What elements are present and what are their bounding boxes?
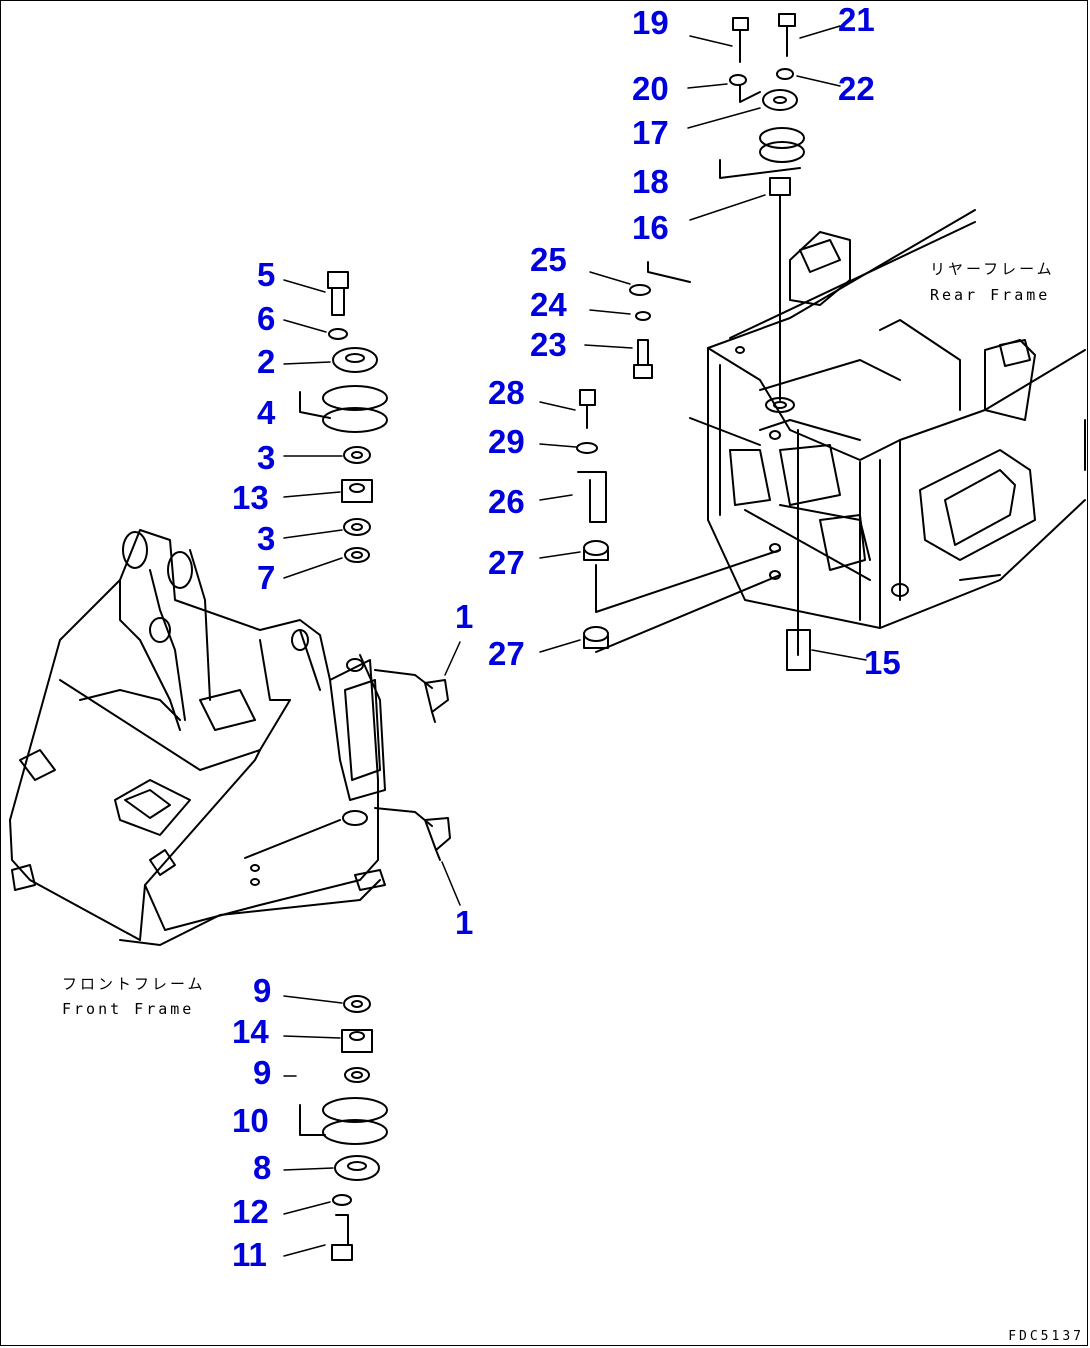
callout-21: 21	[838, 1, 875, 38]
callout-25: 25	[530, 241, 567, 278]
rear-pin-parts	[576, 13, 811, 671]
callout-14: 14	[232, 1013, 269, 1050]
callout-10: 10	[232, 1102, 269, 1139]
callout-22: 22	[838, 70, 875, 107]
callout-18: 18	[632, 163, 669, 200]
callout-4: 4	[257, 394, 276, 431]
callout-9-upper: 9	[253, 972, 272, 1009]
callout-16: 16	[632, 209, 669, 246]
callout-17: 17	[632, 114, 669, 151]
front-pin-lower-parts	[299, 995, 388, 1261]
callout-11: 11	[232, 1236, 267, 1273]
front-frame-label-jp: フロントフレーム	[62, 975, 206, 993]
callout-3-upper: 3	[257, 439, 276, 476]
front-frame-drawing	[9, 529, 451, 946]
rear-frame-label-en: Rear Frame	[930, 286, 1051, 304]
callout-26: 26	[488, 483, 525, 520]
callout-9-lower: 9	[253, 1054, 272, 1091]
callout-20: 20	[632, 70, 669, 107]
callout-27-upper: 27	[488, 544, 525, 581]
callout-27-lower: 27	[488, 635, 525, 672]
document-code: FDC5137	[1008, 1329, 1084, 1344]
leader-lines	[283, 25, 867, 1257]
callout-6: 6	[257, 300, 276, 337]
rear-frame-label-jp: リヤーフレーム	[930, 260, 1055, 278]
callout-12: 12	[232, 1193, 269, 1230]
callout-2: 2	[257, 343, 276, 380]
front-frame-label-en: Front Frame	[62, 1000, 195, 1018]
callout-29: 29	[488, 423, 525, 460]
front-pin-upper-parts	[299, 271, 388, 563]
callout-7: 7	[257, 559, 276, 596]
callout-1-upper: 1	[455, 598, 474, 635]
callout-5: 5	[257, 256, 276, 293]
callout-1-lower: 1	[455, 904, 474, 941]
callout-3-lower: 3	[257, 520, 276, 557]
callout-13: 13	[232, 479, 269, 516]
callout-19: 19	[632, 4, 669, 41]
callout-23: 23	[530, 326, 567, 363]
callout-24: 24	[530, 286, 567, 323]
callout-28: 28	[488, 374, 525, 411]
callout-15: 15	[864, 644, 901, 681]
rear-frame-drawing	[689, 209, 1086, 629]
callout-8: 8	[253, 1149, 272, 1186]
